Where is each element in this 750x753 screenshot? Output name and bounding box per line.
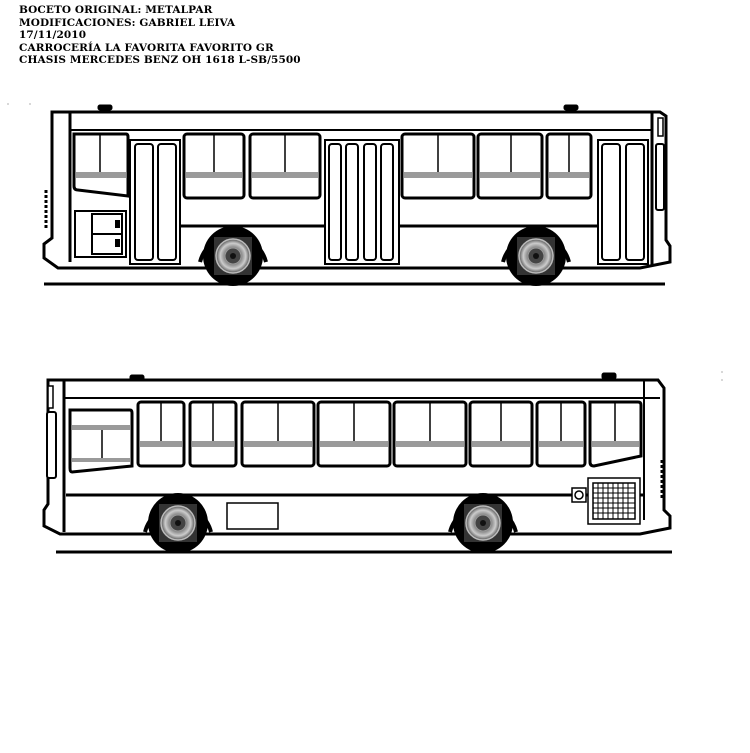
window-mullions [101,403,616,458]
glass-bands [76,172,589,178]
caption-original-sketch: BOCETO ORIGINAL: METALPAR [19,4,213,16]
side-panel [226,502,279,530]
bus-right-side-view [42,104,672,286]
caption-body: CARROCERÍA LA FAVORITA FAVORITO GR [19,41,274,54]
fuel-cap [571,487,587,503]
caption-modifications: MODIFICACIONES: GABRIEL LEIVA [19,16,236,29]
caption-date: 17/11/2010 [19,29,87,42]
window-mullions [99,135,570,172]
glass-bands [72,425,639,462]
rear-wheel-icon [452,492,514,554]
engine-grille [587,477,641,525]
front-compartment [74,210,127,258]
caption-chassis: CHASIS MERCEDES BENZ OH 1618 L-SB/5500 [19,54,301,67]
front-wheel-icon [202,225,264,287]
middle-door [324,139,400,265]
front-wheel-icon [147,492,209,554]
stray-marks [7,103,723,381]
bus-left-side-view [42,372,672,554]
rear-door [597,139,649,265]
window-row [68,400,643,474]
front-door [129,139,181,265]
drawing-caption: BOCETO ORIGINAL: METALPAR MODIFICACIONES… [19,4,301,67]
rear-wheel-icon [505,225,567,287]
